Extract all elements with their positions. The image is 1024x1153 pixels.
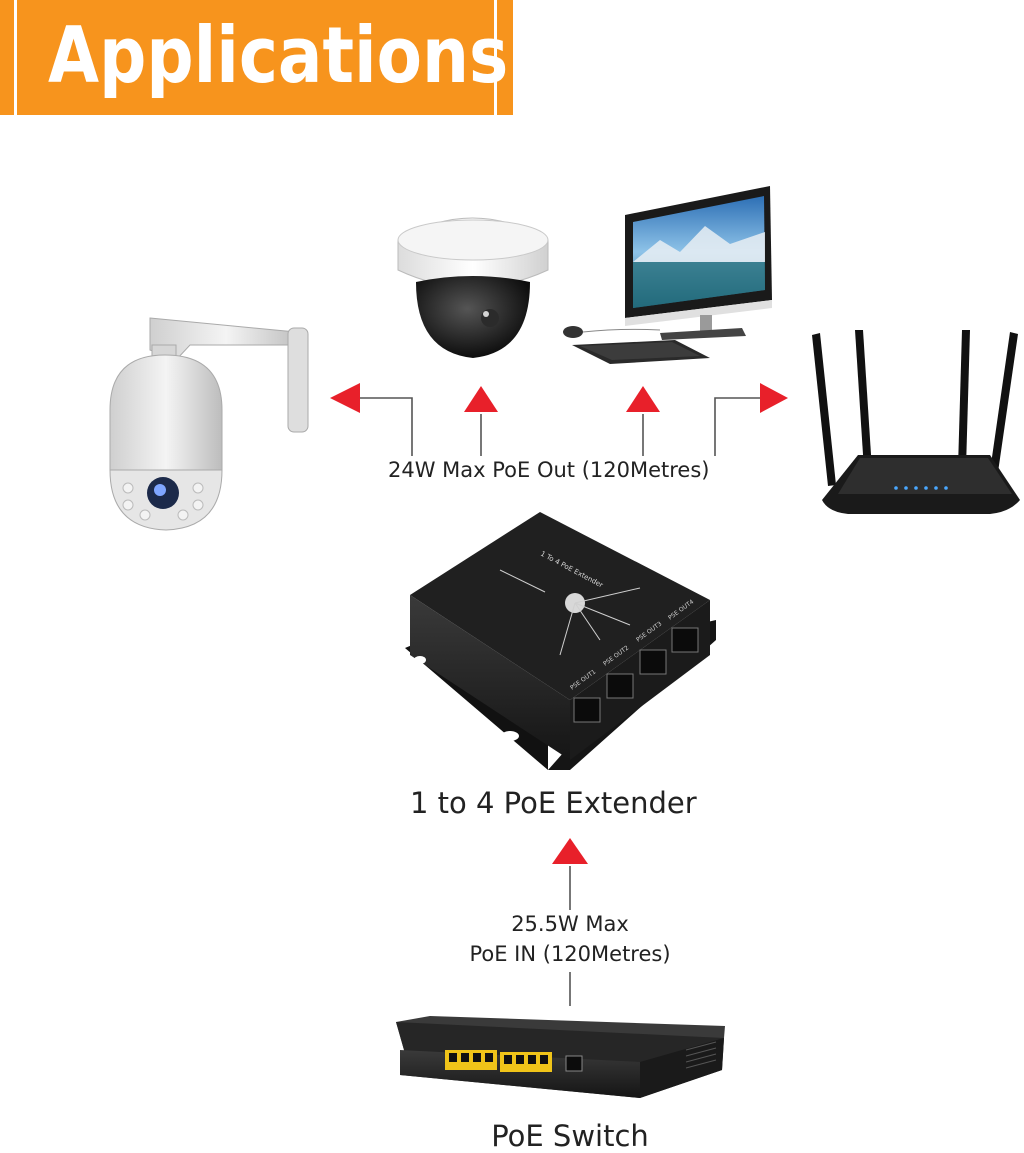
- poe-in-label-line2: PoE IN (120Metres): [469, 942, 671, 966]
- banner-divider: [494, 0, 497, 115]
- applications-banner: Applications: [0, 0, 513, 115]
- arrow-up-icon: [552, 838, 588, 864]
- poe-in-label-line1: 25.5W Max: [511, 912, 629, 936]
- dome-camera-icon: [397, 217, 549, 358]
- arrow-right-icon: [760, 383, 788, 413]
- arrow-up-icon: [626, 386, 660, 412]
- arrow-left-icon: [330, 383, 360, 413]
- poe-extender-icon: 1 To 4 PoE Extender PSE OUT1 PSE OUT2 PS…: [405, 512, 716, 770]
- ptz-camera-icon: [109, 317, 309, 531]
- desktop-computer-icon: [563, 186, 772, 364]
- red-arrows: [330, 383, 788, 864]
- arrow-up-icon: [464, 386, 498, 412]
- banner-divider: [14, 0, 17, 115]
- poe-switch-icon: [396, 1016, 725, 1098]
- banner-title: Applications: [48, 10, 509, 101]
- connector-lines: [360, 397, 760, 1006]
- switch-label: PoE Switch: [491, 1119, 649, 1153]
- extender-label: 1 to 4 PoE Extender: [410, 786, 697, 820]
- poe-out-label: 24W Max PoE Out (120Metres): [388, 458, 710, 482]
- wifi-router-icon: [812, 330, 1020, 514]
